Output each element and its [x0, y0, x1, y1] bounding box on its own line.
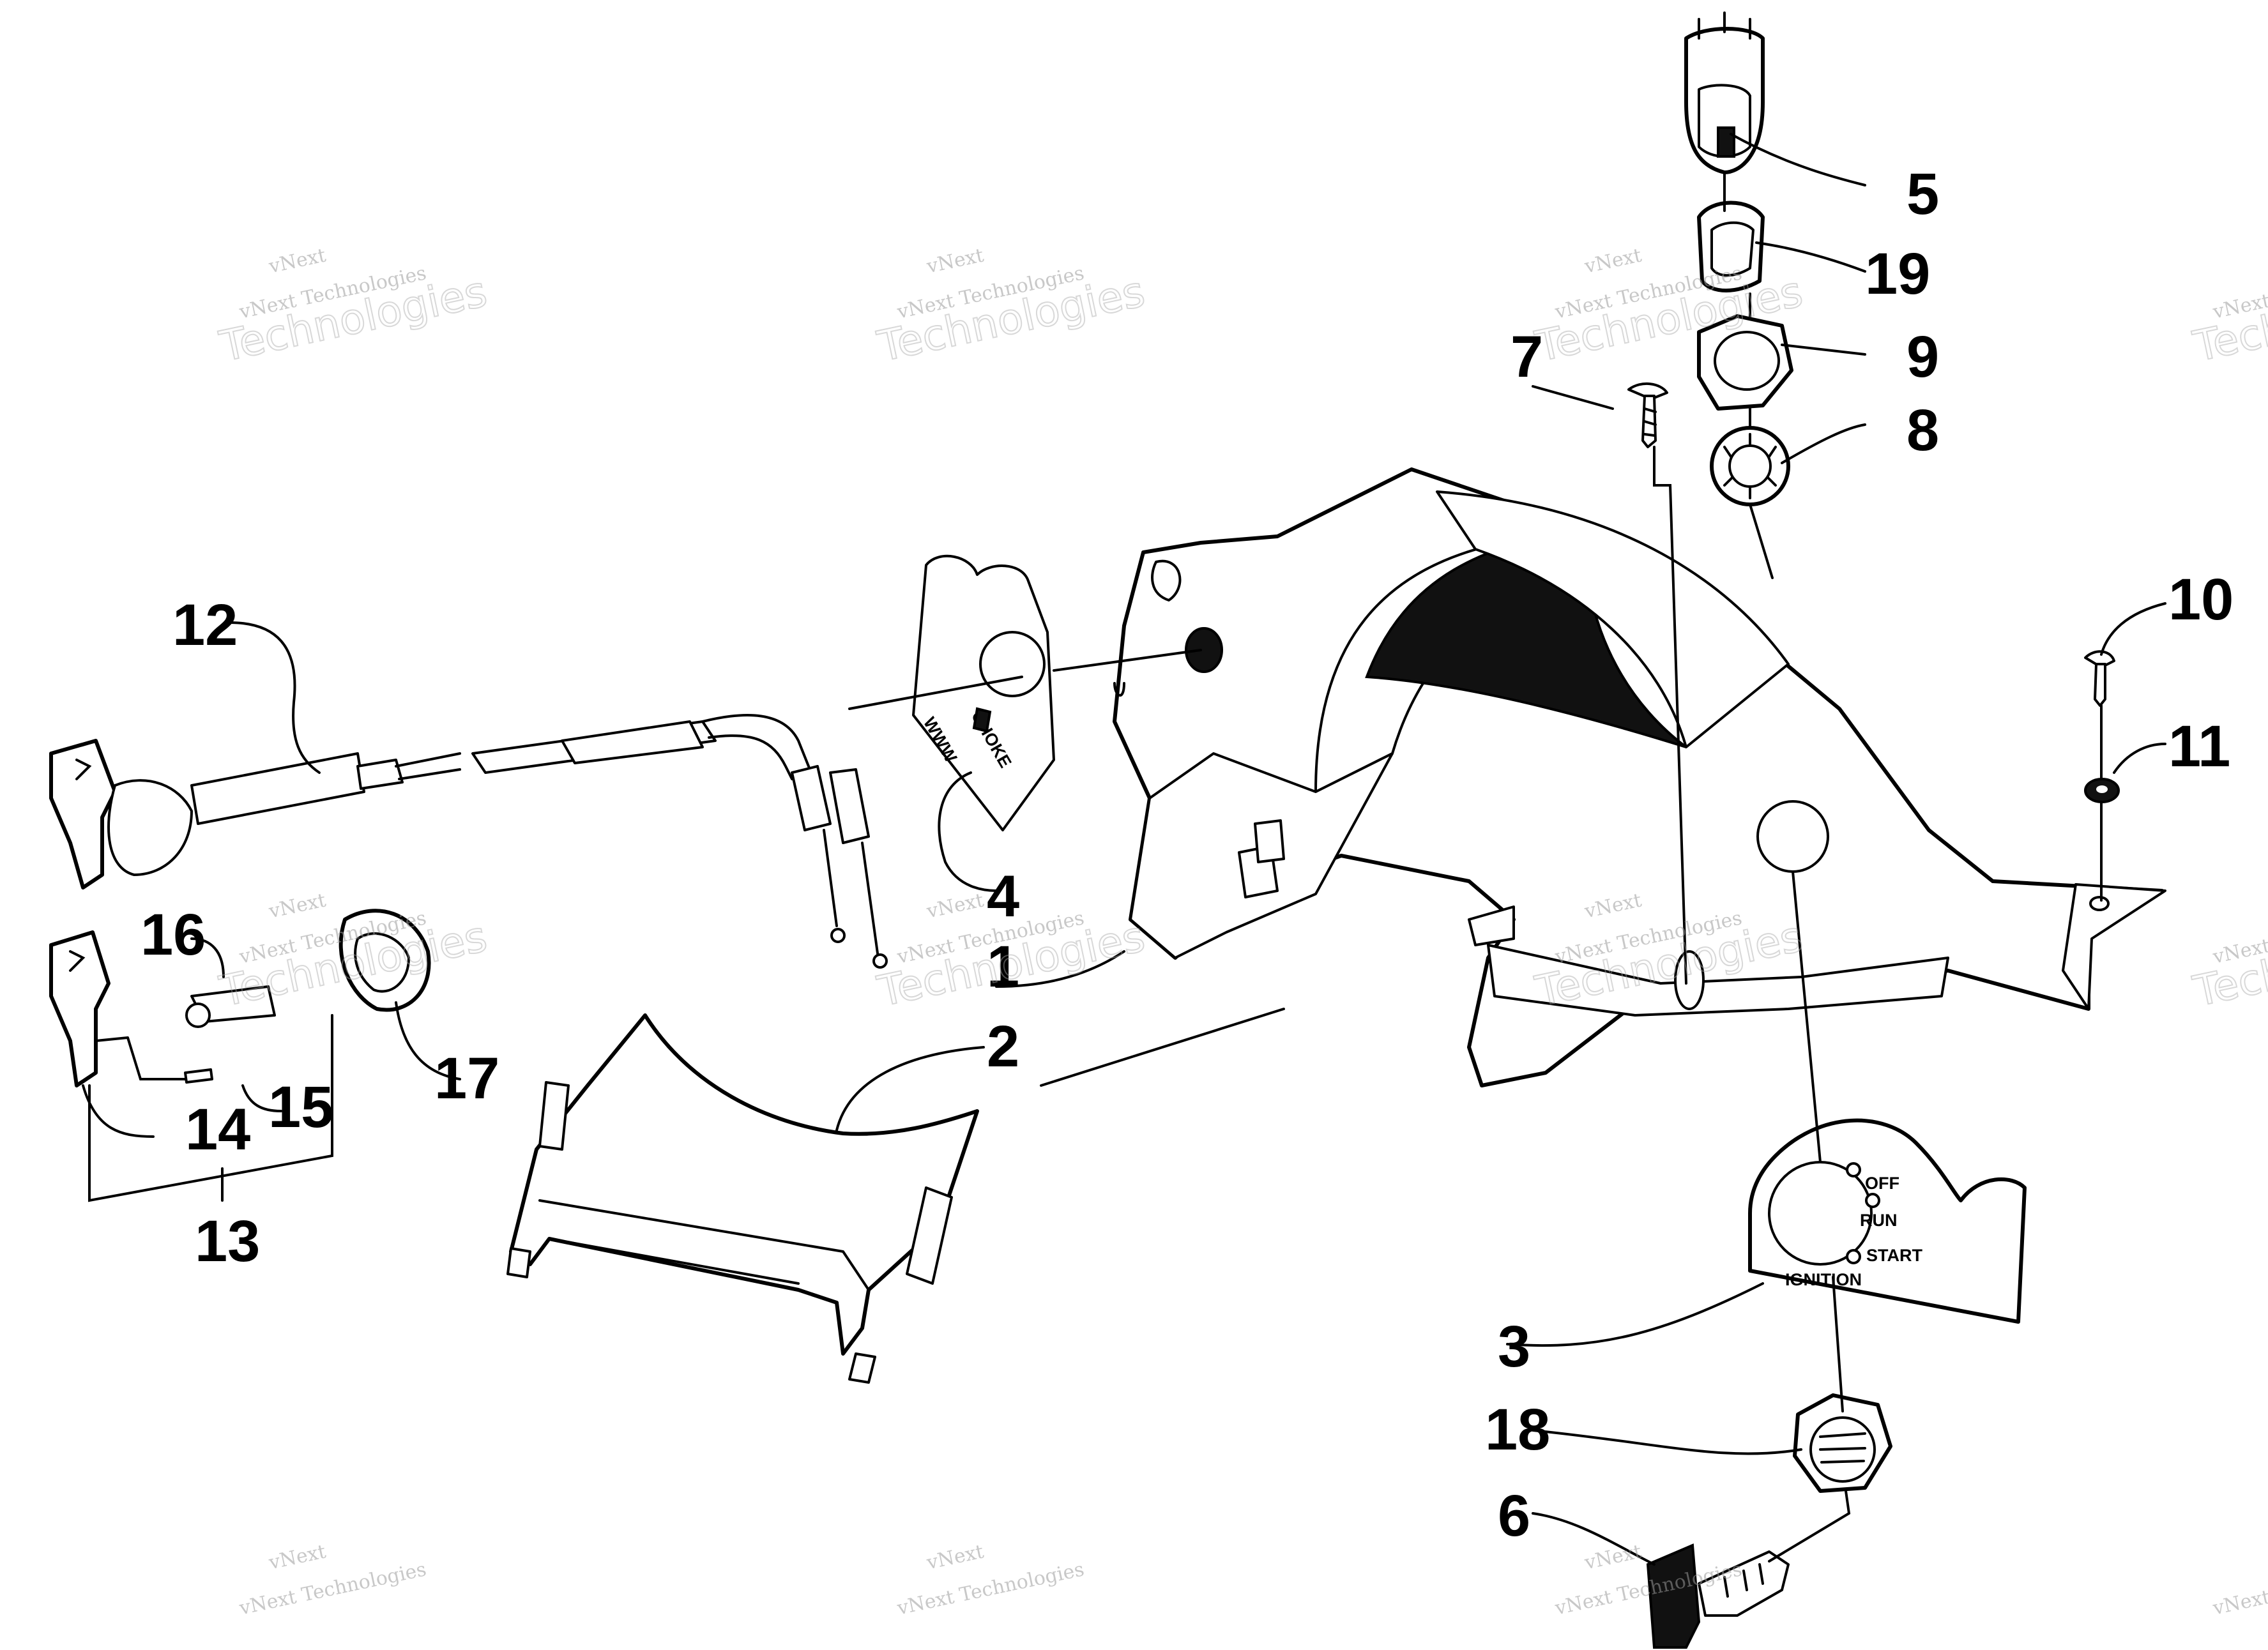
- watermark-brand: vNext: [266, 244, 328, 278]
- callout-7: 7: [1511, 324, 1543, 390]
- throttle-decal: WWW CHOKE: [912, 554, 1055, 831]
- screw-7: [1627, 382, 1668, 448]
- watermark-word: Technologies: [2189, 267, 2268, 372]
- switch-5: [1684, 11, 1765, 174]
- callout-2: 2: [987, 1014, 1019, 1079]
- watermark-word: Technologies: [2189, 912, 2268, 1017]
- callout-3: 3: [1498, 1314, 1530, 1379]
- bezel-19: [1697, 201, 1765, 292]
- watermark-brand: vNext: [266, 889, 328, 923]
- callout-13: 13: [195, 1209, 260, 1274]
- washer-11: [2084, 778, 2120, 803]
- callout-leaders: [82, 133, 2166, 1566]
- callout-19: 19: [1865, 241, 1930, 307]
- ignition-nut-18: [1793, 1393, 1892, 1493]
- watermark-brand: vNext: [924, 1540, 986, 1574]
- callout-4: 4: [987, 864, 1019, 929]
- console-housing: [1113, 467, 2166, 1087]
- callout-15: 15: [268, 1075, 333, 1140]
- callout-16: 16: [141, 902, 206, 967]
- decal-run-label: RUN: [1860, 1211, 1898, 1230]
- hex-nut-9: [1697, 314, 1793, 411]
- ignition-decal: OFF RUN START IGNITION: [1748, 1118, 2027, 1324]
- watermark-brand: vNext: [1582, 1540, 1643, 1574]
- callout-5: 5: [1906, 162, 1939, 227]
- decal-off-label: OFF: [1865, 1174, 1899, 1193]
- guide-lines: [88, 171, 2103, 1563]
- choke-cable-assembly: [49, 714, 888, 969]
- callout-6: 6: [1498, 1483, 1530, 1548]
- decal-start-label: START: [1866, 1246, 1922, 1265]
- lock-washer-8: [1710, 426, 1790, 506]
- callout-18: 18: [1485, 1397, 1550, 1462]
- watermark-company: vNext Technologies: [237, 1558, 429, 1619]
- nut-17: [339, 909, 431, 1012]
- callout-10: 10: [2168, 567, 2234, 632]
- watermark-brand: vNext: [924, 244, 986, 278]
- callout-14: 14: [185, 1097, 250, 1162]
- callout-12: 12: [172, 593, 238, 658]
- watermark-brand: vNext: [1582, 244, 1643, 278]
- watermark-brand: vNext: [266, 1540, 328, 1574]
- ignition-key-6: [1646, 1543, 1790, 1649]
- callout-1: 1: [987, 934, 1019, 999]
- knob-kit: [49, 930, 276, 1087]
- watermark-brand: vNext: [924, 889, 986, 923]
- decal-ignition-label: IGNITION: [1785, 1270, 1862, 1289]
- callout-8: 8: [1906, 398, 1939, 463]
- callout-11: 11: [2168, 714, 2230, 779]
- lower-cover: [506, 1013, 979, 1384]
- screw-10: [2084, 650, 2115, 707]
- watermark-company: vNext Technologies: [895, 1558, 1086, 1619]
- callout-9: 9: [1906, 324, 1939, 390]
- callout-numbers: 1 2 3 4 5 6 7 8 9 10 11 12 13 14 15 16 1…: [141, 162, 2234, 1548]
- callout-17: 17: [434, 1046, 499, 1111]
- watermark-company: vNext Technologies: [2211, 1558, 2268, 1619]
